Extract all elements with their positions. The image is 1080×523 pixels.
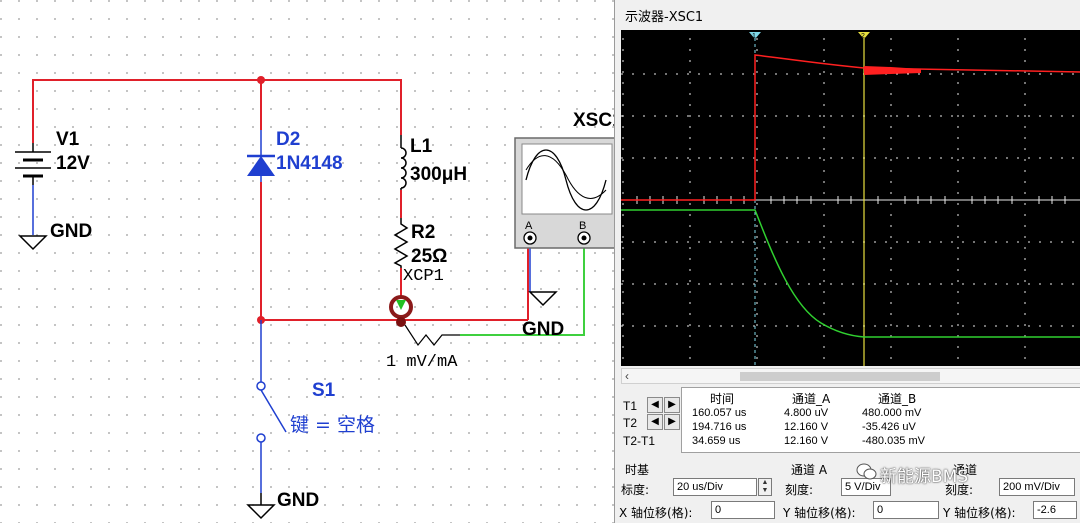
scope-ch-b-label: B bbox=[579, 220, 586, 232]
timebase-spinner-icon[interactable]: ▲▼ bbox=[758, 478, 772, 496]
timebase-scale-input[interactable]: 20 us/Div bbox=[673, 478, 757, 496]
t2-left-arrow-icon[interactable]: ◀ bbox=[647, 414, 663, 430]
probe-name: XCP1 bbox=[403, 267, 444, 286]
diode-d2[interactable] bbox=[247, 130, 275, 182]
channel-a-ypos-label: Y 轴位移(格): bbox=[783, 506, 856, 520]
timebase-xpos-label: X 轴位移(格): bbox=[619, 506, 693, 520]
scope-display: 1 2 bbox=[621, 32, 1080, 366]
scope-screen[interactable]: 1 2 bbox=[621, 30, 1080, 366]
scroll-left-icon[interactable]: ‹ bbox=[625, 369, 629, 383]
header-time: 时间 bbox=[710, 392, 735, 406]
t1-ch-a: 4.800 uV bbox=[784, 407, 829, 419]
channel-b-ypos-input[interactable]: -2.6 bbox=[1033, 501, 1077, 519]
scope-ch-a-label: A bbox=[525, 220, 533, 232]
ground-icon bbox=[18, 235, 48, 251]
cursor-2-label: 2 bbox=[861, 33, 865, 40]
t2-t1-ch-a: 12.160 V bbox=[784, 435, 829, 447]
row-label-t1: T1 bbox=[623, 399, 638, 413]
v1-name: V1 bbox=[56, 129, 80, 150]
d2-part: 1N4148 bbox=[276, 153, 343, 174]
t1-time: 160.057 us bbox=[692, 407, 747, 419]
t1-ch-b: 480.000 mV bbox=[862, 407, 922, 419]
probe-ratio: 1 mV/mA bbox=[386, 353, 458, 372]
channel-a-ringing bbox=[864, 66, 921, 75]
battery-v1[interactable] bbox=[15, 143, 51, 185]
s1-key-binding: 键 = 空格 bbox=[290, 414, 375, 436]
l1-value: 300μH bbox=[410, 164, 467, 185]
horizontal-scrollbar[interactable]: ‹ bbox=[621, 368, 1080, 384]
grid-dots bbox=[0, 0, 620, 523]
channel-b-trace bbox=[621, 209, 1080, 338]
t1-right-arrow-icon[interactable]: ▶ bbox=[664, 397, 680, 413]
gnd-label-v1: GND bbox=[50, 221, 92, 242]
cursor-1-label: 1 bbox=[752, 33, 756, 40]
scope-symbol-name: XSC1 bbox=[573, 110, 623, 131]
r2-name: R2 bbox=[411, 222, 435, 243]
red-wires bbox=[32, 79, 529, 321]
channel-b-scale-label: 刻度: bbox=[945, 483, 974, 497]
window-title: 示波器-XSC1 bbox=[625, 10, 704, 25]
switch-wires bbox=[32, 185, 531, 493]
inductor-l1[interactable] bbox=[400, 135, 407, 190]
cursor-1-handle[interactable] bbox=[749, 32, 761, 39]
t2-t1-ch-b: -480.035 mV bbox=[862, 435, 925, 447]
header-channel-b: 通道_B bbox=[878, 392, 917, 406]
resistor-r2[interactable] bbox=[393, 218, 409, 268]
channel-b-scale-input[interactable]: 200 mV/Div bbox=[999, 478, 1075, 496]
timebase-xpos-input[interactable]: 0 bbox=[711, 501, 775, 519]
v1-value: 12V bbox=[56, 153, 90, 174]
current-probe-icon[interactable] bbox=[389, 295, 460, 347]
d2-name: D2 bbox=[276, 129, 300, 150]
oscilloscope-window[interactable]: 示波器-XSC1 bbox=[614, 0, 1080, 523]
ground-icon bbox=[528, 291, 558, 307]
r2-value: 25Ω bbox=[411, 246, 447, 267]
scope-symbol[interactable] bbox=[514, 137, 618, 249]
cursor-controls: T1 ◀ ▶ T2 ◀ ▶ T2-T1 bbox=[621, 387, 681, 453]
channel-a-section-title: 通道 A bbox=[791, 463, 828, 477]
channel-a-trace bbox=[621, 54, 1080, 201]
channel-b-ypos-label: Y 轴位移(格): bbox=[943, 506, 1016, 520]
row-label-t2: T2 bbox=[623, 416, 638, 430]
channel-a-scale-label: 刻度: bbox=[785, 483, 814, 497]
switch-s1[interactable] bbox=[256, 381, 287, 443]
channel-b-section-title: 通道 bbox=[953, 463, 978, 477]
gnd-label-scope: GND bbox=[522, 319, 564, 340]
measurement-table: 时间 通道_A 通道_B 160.057 us 4.800 uV 480.000… bbox=[681, 387, 1080, 453]
t2-ch-a: 12.160 V bbox=[784, 421, 829, 433]
t2-t1-time: 34.659 us bbox=[692, 435, 741, 447]
scroll-thumb[interactable] bbox=[740, 372, 940, 381]
s1-name: S1 bbox=[312, 380, 336, 401]
wechat-icon bbox=[856, 463, 877, 480]
row-label-t2-t1: T2-T1 bbox=[623, 434, 656, 448]
ground-icon bbox=[246, 493, 276, 520]
header-channel-a: 通道_A bbox=[792, 392, 831, 406]
timebase-section-title: 时基 bbox=[625, 463, 650, 477]
watermark-text: 新能源BMS bbox=[880, 467, 969, 487]
t2-time: 194.716 us bbox=[692, 421, 747, 433]
gnd-label-switch: GND bbox=[277, 490, 319, 511]
l1-name: L1 bbox=[410, 136, 433, 157]
cursor-2-handle[interactable] bbox=[858, 32, 870, 39]
timebase-scale-label: 标度: bbox=[621, 483, 650, 497]
t1-left-arrow-icon[interactable]: ◀ bbox=[647, 397, 663, 413]
t2-ch-b: -35.426 uV bbox=[862, 421, 916, 433]
green-wire bbox=[460, 248, 585, 336]
channel-a-ypos-input[interactable]: 0 bbox=[873, 501, 939, 519]
t2-right-arrow-icon[interactable]: ▶ bbox=[664, 414, 680, 430]
channel-a-scale-input[interactable]: 5 V/Div bbox=[841, 478, 891, 496]
